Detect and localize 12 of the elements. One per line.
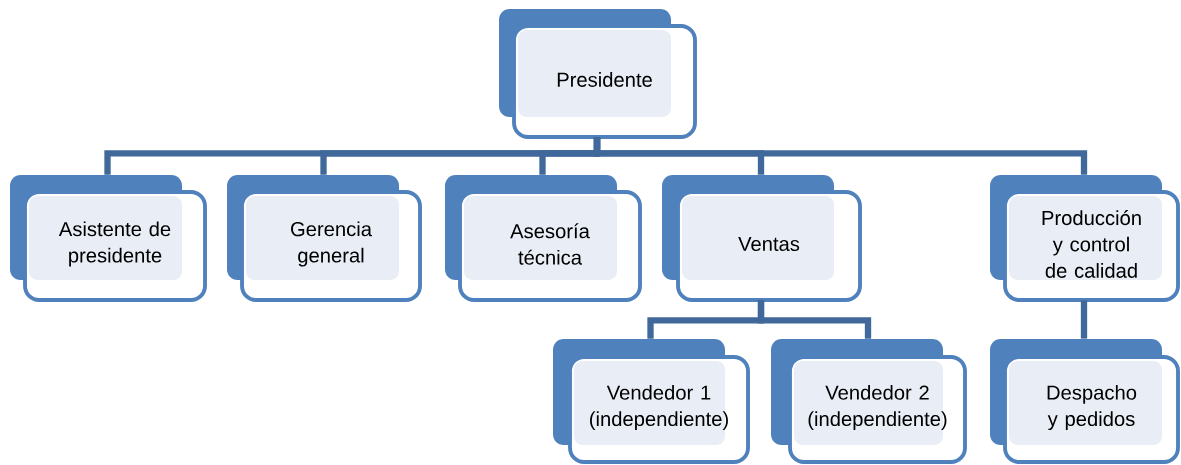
connector-line xyxy=(593,137,1088,175)
org-box: Producción y control de calidad xyxy=(990,175,1180,302)
org-box: Asistente de presidente xyxy=(10,175,207,302)
connector-line xyxy=(757,300,872,339)
org-box: Vendedor 1 (independiente) xyxy=(553,339,750,464)
org-box: Asesoría técnica xyxy=(445,175,642,302)
connector-line xyxy=(1080,300,1088,339)
org-box: Ventas xyxy=(662,175,862,302)
org-box: Vendedor 2 (independiente) xyxy=(771,339,967,464)
org-box: Presidente xyxy=(499,9,697,139)
org-box: Gerencia general xyxy=(227,175,422,302)
org-box: Despacho y pedidos xyxy=(990,339,1180,464)
